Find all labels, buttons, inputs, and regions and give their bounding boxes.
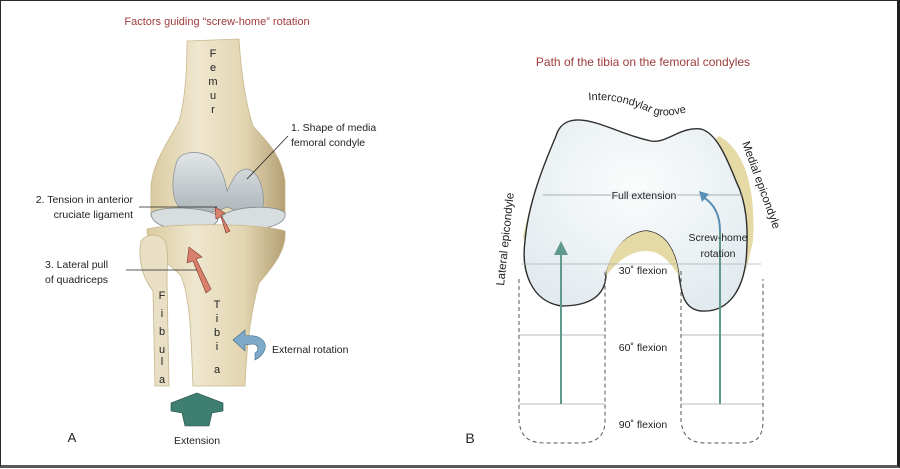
fibula-letter: i	[161, 308, 163, 320]
intercondylar-notch	[606, 231, 679, 276]
fibula-bone	[139, 234, 170, 387]
screw-home-label-line2: rotation	[700, 248, 735, 260]
femoral-condyles-outline	[523, 119, 748, 312]
factor2-label-line1: 2. Tension in anterior	[36, 194, 134, 206]
femur-letter: u	[210, 90, 216, 102]
factor1-label-line2: femoral condyle	[291, 137, 365, 149]
tibia-bone	[146, 224, 286, 387]
factor3-label-line1: 3. Lateral pull	[45, 259, 108, 271]
lateral-path-arrowhead-icon	[554, 241, 568, 255]
external-rotation-label: External rotation	[272, 344, 349, 356]
femur-letter: F	[210, 48, 217, 60]
fibula-letter: u	[159, 344, 165, 356]
femur-letter: r	[211, 104, 215, 116]
panel-b: Path of the tibia on the femoral condyle…	[465, 55, 782, 446]
panel-a-letter: A	[68, 430, 77, 445]
tibia-letter: a	[214, 364, 221, 376]
femur-letter: e	[210, 62, 216, 74]
fibula-label: F i b u l a	[159, 290, 166, 386]
factor2-label-line2: cruciate ligament	[54, 209, 133, 221]
panel-a: Factors guiding “screw-home” rotation F …	[36, 16, 377, 447]
medial-epicondyle-shape	[713, 136, 754, 271]
lateral-epicondyle-label: Lateral epicondyle	[495, 192, 517, 286]
intercondylar-groove-label: Intercondylar groove	[588, 91, 687, 119]
fibula-letter: a	[159, 374, 166, 386]
medial-tibial-path-dashed	[680, 271, 764, 444]
external-rotation-arrow-icon	[232, 329, 266, 361]
fibula-letter: l	[161, 356, 163, 368]
extension-marker-icon	[170, 392, 224, 427]
fibula-letter: F	[159, 290, 166, 302]
lateral-tibial-path-dashed	[518, 271, 606, 444]
leader-line-factor1	[246, 135, 289, 180]
extension-label: Extension	[174, 435, 220, 447]
tibia-letter: T	[214, 299, 221, 311]
panel-b-title: Path of the tibia on the femoral condyle…	[536, 55, 750, 69]
acl-tension-arrow-icon	[214, 206, 231, 234]
tibia-letter: i	[216, 341, 218, 353]
flexion-90-label: 90˚ flexion	[619, 419, 668, 431]
factor3-label-line2: of quadriceps	[45, 274, 108, 286]
flexion-60-label: 60˚ flexion	[619, 342, 668, 354]
tibia-letter: i	[216, 313, 218, 325]
screw-home-rotation-arc	[702, 196, 721, 232]
screw-home-arrowhead-icon	[699, 191, 709, 202]
flexion-30-label: 30˚ flexion	[619, 265, 668, 277]
femur-label: F e m u r	[208, 48, 217, 116]
tibia-letter: b	[214, 327, 220, 339]
quadriceps-pull-arrow-icon	[186, 246, 212, 294]
fibula-letter: b	[159, 326, 165, 338]
panel-b-letter: B	[465, 430, 474, 446]
femur-letter: m	[208, 76, 217, 88]
factor1-label-line1: 1. Shape of media	[291, 122, 376, 134]
screw-home-label-line1: Screw-home	[689, 232, 748, 244]
full-extension-label: Full extension	[612, 190, 677, 202]
panel-a-title: Factors guiding “screw-home” rotation	[124, 16, 309, 28]
tibia-label: T i b i a	[214, 299, 221, 376]
